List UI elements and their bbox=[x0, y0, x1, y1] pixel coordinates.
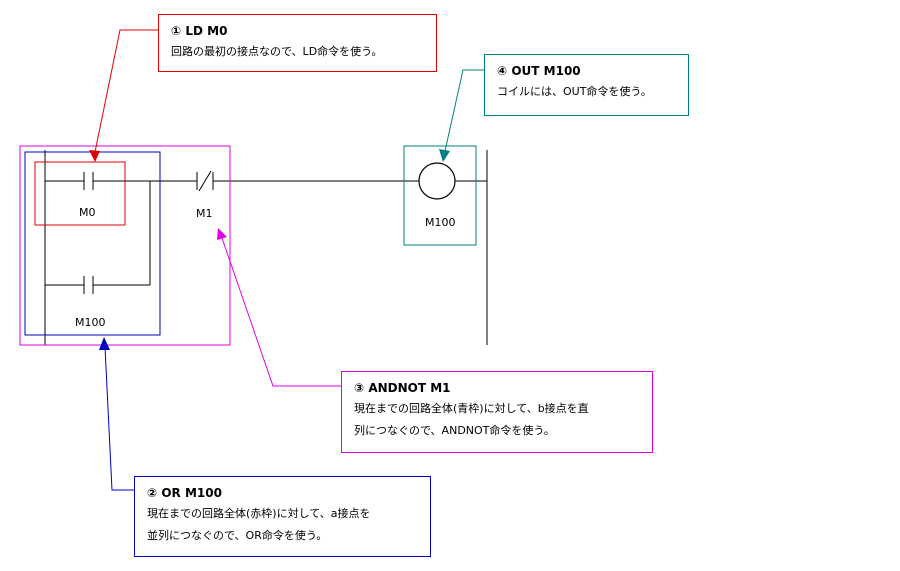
note-title: ① LD M0 bbox=[171, 24, 228, 38]
note-line: 並列につなぐので、OR命令を使う。 bbox=[147, 529, 328, 542]
magenta-frame bbox=[19, 145, 231, 346]
contact-m100 bbox=[83, 276, 94, 294]
note-line: 列につなぐので、ANDNOT命令を使う。 bbox=[354, 424, 555, 437]
label-m1: M1 bbox=[196, 207, 213, 220]
contact-m1 bbox=[196, 170, 214, 192]
arrow-out bbox=[439, 69, 484, 162]
label-m100-contact: M100 bbox=[75, 316, 106, 329]
note-line: 現在までの回路全体(赤枠)に対して、a接点を bbox=[147, 507, 371, 520]
note-title: ③ ANDNOT M1 bbox=[354, 381, 451, 395]
note-ld-m0: ① LD M0 回路の最初の接点なので、LD命令を使う。 bbox=[158, 14, 437, 72]
note-out-m100: ④ OUT M100 コイルには、OUT命令を使う。 bbox=[484, 54, 689, 116]
arrow-ld bbox=[89, 29, 158, 162]
teal-frame bbox=[403, 145, 477, 246]
contact-m0 bbox=[80, 172, 97, 190]
red-frame bbox=[34, 161, 126, 226]
label-m0: M0 bbox=[79, 206, 96, 219]
coil-m100 bbox=[418, 162, 456, 200]
note-or-m100: ② OR M100 現在までの回路全体(赤枠)に対して、a接点を 並列につなぐの… bbox=[134, 476, 431, 557]
note-title: ④ OUT M100 bbox=[497, 64, 581, 78]
arrow-andnot bbox=[217, 228, 341, 387]
note-andnot-m1: ③ ANDNOT M1 現在までの回路全体(青枠)に対して、b接点を直 列につな… bbox=[341, 371, 653, 453]
note-line: 回路の最初の接点なので、LD命令を使う。 bbox=[171, 45, 383, 58]
label-m100-coil: M100 bbox=[425, 216, 456, 229]
arrow-or bbox=[99, 337, 134, 491]
note-line: 現在までの回路全体(青枠)に対して、b接点を直 bbox=[354, 402, 589, 415]
note-title: ② OR M100 bbox=[147, 486, 222, 500]
note-line: コイルには、OUT命令を使う。 bbox=[497, 85, 652, 98]
